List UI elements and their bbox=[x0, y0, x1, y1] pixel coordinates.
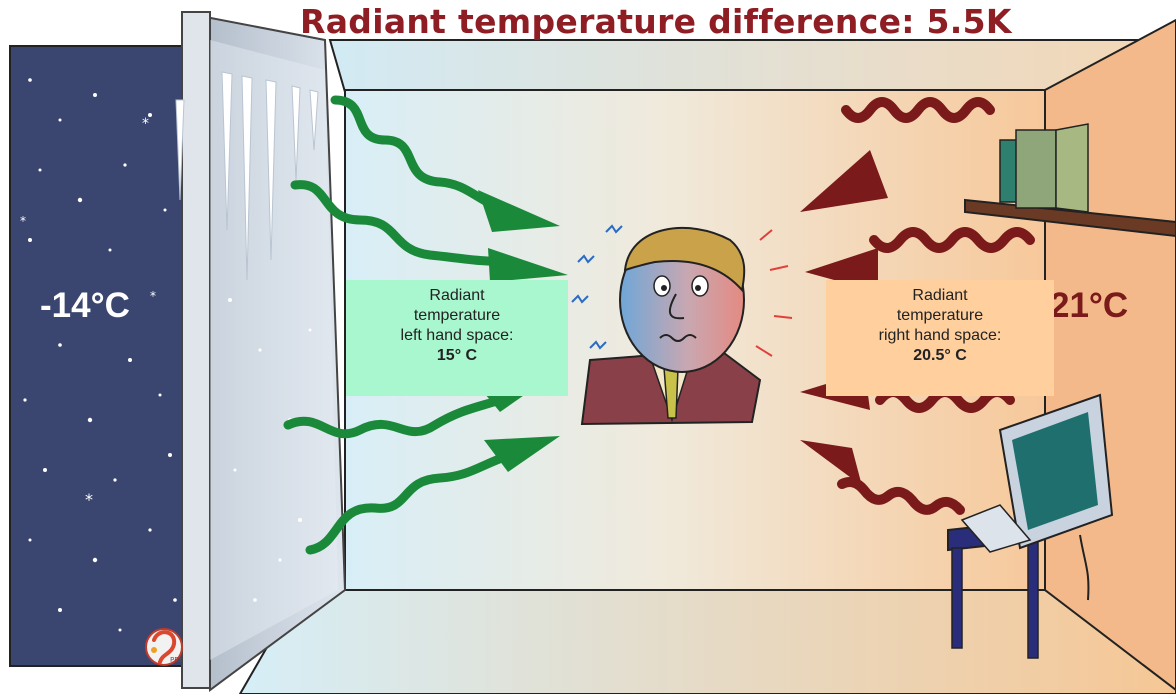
ceiling bbox=[328, 39, 1176, 94]
logo-icon: PRI bbox=[145, 628, 183, 666]
right-box-line3: right hand space: bbox=[878, 327, 1002, 344]
person-icon bbox=[571, 224, 793, 426]
svg-text:*: * bbox=[142, 116, 149, 132]
page-title: Radiant temperature difference: 5.5K bbox=[300, 2, 1012, 41]
snowflake-icon: * * * * bbox=[20, 78, 177, 632]
left-box-line3: left hand space: bbox=[400, 327, 514, 344]
right-box-line2: temperature bbox=[896, 307, 984, 324]
left-radiant-temperature-box: Radiant temperature left hand space: 15°… bbox=[346, 280, 568, 396]
svg-text:*: * bbox=[85, 490, 93, 509]
left-box-line1: Radiant bbox=[429, 287, 485, 304]
right-box-line1: Radiant bbox=[912, 287, 968, 304]
window-frame bbox=[181, 11, 211, 689]
left-box-line2: temperature bbox=[413, 307, 501, 324]
bookshelf-icon bbox=[964, 123, 1176, 238]
left-box-value: 15° C bbox=[436, 347, 478, 364]
room-temperature: 21°C bbox=[1050, 286, 1129, 325]
icicle-icon bbox=[175, 71, 319, 281]
right-radiant-temperature-box: Radiant temperature right hand space: 20… bbox=[826, 280, 1054, 396]
right-wall bbox=[1044, 18, 1176, 692]
outside-temperature: -14°C bbox=[40, 286, 130, 325]
window bbox=[175, 11, 347, 692]
night-sky: * * * * bbox=[9, 45, 191, 667]
cold-radiation-arrows bbox=[283, 95, 520, 555]
svg-text:*: * bbox=[20, 214, 26, 228]
right-box-value: 20.5° C bbox=[913, 347, 967, 364]
svg-text:*: * bbox=[150, 289, 156, 303]
logo-label: PRI bbox=[170, 656, 181, 664]
computer-icon bbox=[947, 393, 1114, 659]
